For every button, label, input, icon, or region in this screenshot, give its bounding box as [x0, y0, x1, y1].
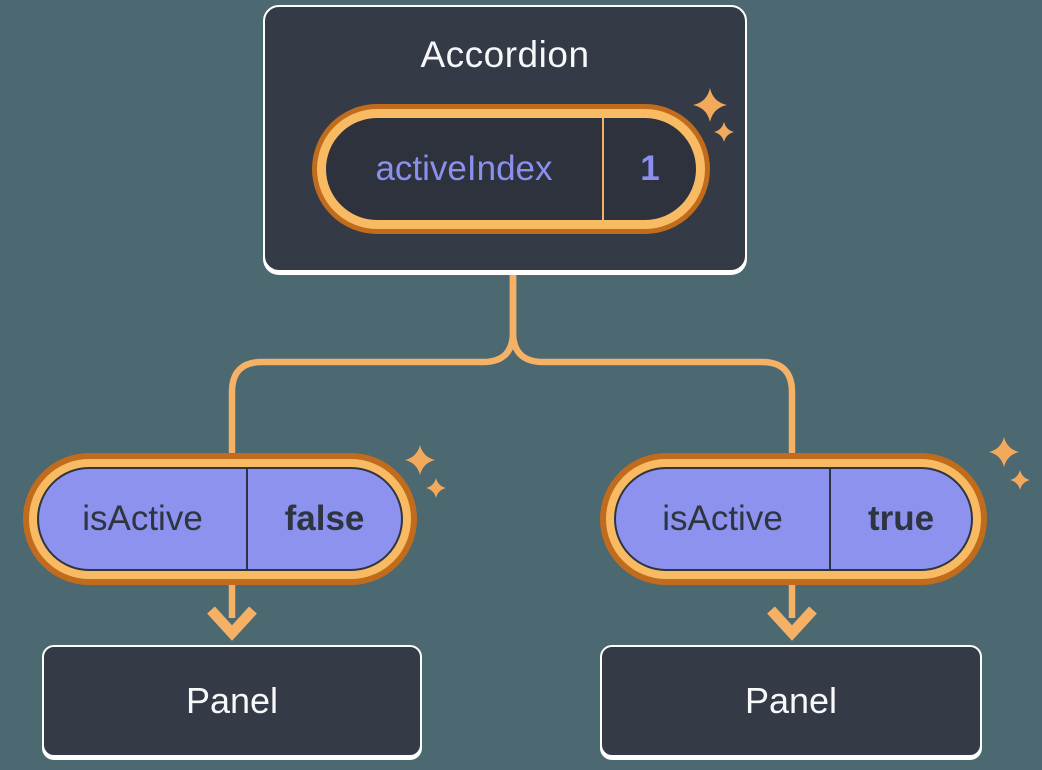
arrow-down-icon — [207, 606, 257, 641]
prop-pill-ring: isActive false — [29, 459, 411, 579]
arrow-down-icon — [767, 606, 817, 641]
prop-pill-right: isActive true — [600, 453, 987, 585]
prop-pill-name: isActive — [662, 499, 783, 538]
sparkle-icon — [405, 445, 435, 475]
sparkles-left-pill — [405, 445, 446, 498]
state-pill-ring: activeIndex 1 — [317, 109, 705, 229]
prop-pill-core: isActive false — [37, 467, 403, 571]
state-pill-name: activeIndex — [375, 149, 553, 188]
state-pill: activeIndex 1 — [312, 104, 710, 234]
panel-label: Panel — [185, 680, 279, 721]
prop-pill-ring: isActive true — [606, 459, 981, 579]
state-pill-core: activeIndex 1 — [326, 118, 696, 220]
sparkle-icon — [989, 437, 1019, 467]
sparkle-icon — [1010, 470, 1030, 490]
prop-pill-left: isActive false — [23, 453, 417, 585]
accordion-title: Accordion — [420, 34, 590, 75]
sparkles-right-pill — [989, 437, 1030, 490]
prop-pill-value: true — [829, 469, 971, 569]
prop-pill-name: isActive — [82, 499, 203, 538]
sparkle-icon — [426, 478, 446, 498]
prop-pill-value: false — [246, 469, 401, 569]
panel-label: Panel — [744, 680, 838, 721]
state-pill-value: 1 — [602, 118, 696, 220]
accordion-node: Accordion activeIndex 1 — [263, 5, 747, 272]
panel-node-left: Panel — [42, 645, 422, 757]
prop-pill-core: isActive true — [614, 467, 973, 571]
panel-node-right: Panel — [600, 645, 982, 757]
